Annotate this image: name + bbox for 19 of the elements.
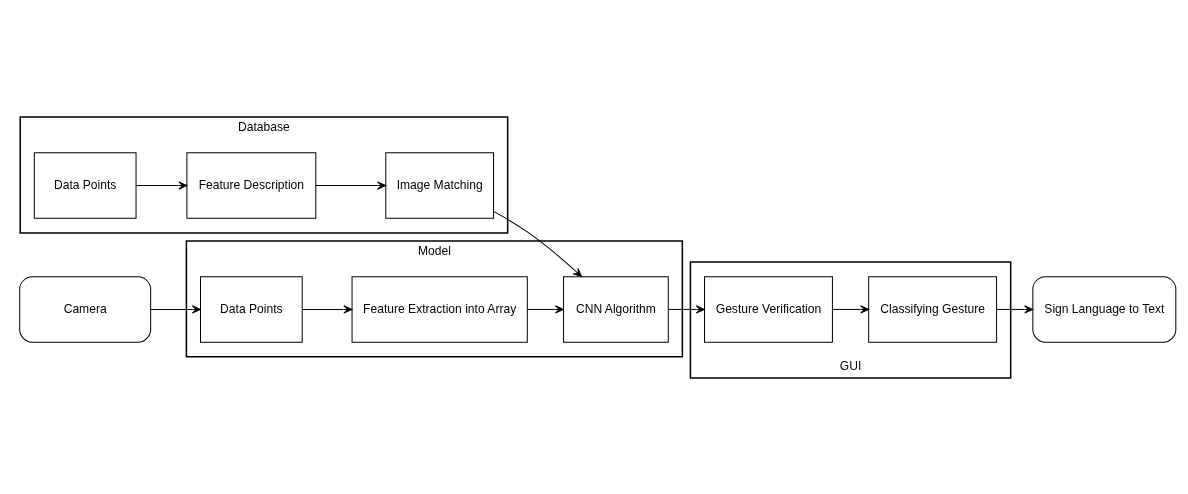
node-box: Data Points	[200, 275, 303, 343]
node-box: Sign Language to Text	[1032, 275, 1177, 343]
arrow	[135, 180, 188, 190]
node-box: Gesture Verification	[704, 275, 833, 343]
node-box: Classifying Gesture	[868, 275, 998, 343]
node-box: Data Points	[33, 151, 137, 219]
arrow	[527, 304, 564, 314]
arrow	[150, 304, 201, 314]
arrow	[301, 304, 353, 314]
arrow	[832, 304, 870, 314]
arrow	[315, 180, 387, 190]
arrow	[996, 304, 1034, 314]
arrow	[493, 210, 582, 277]
node-box: Feature Extraction into Array	[351, 275, 528, 343]
node-box: Feature Description	[186, 151, 317, 219]
node-box: Image Matching	[385, 151, 495, 219]
node-box: Camera	[19, 275, 152, 343]
arrow	[667, 304, 705, 314]
node-box: CNN Algorithm	[563, 275, 669, 343]
